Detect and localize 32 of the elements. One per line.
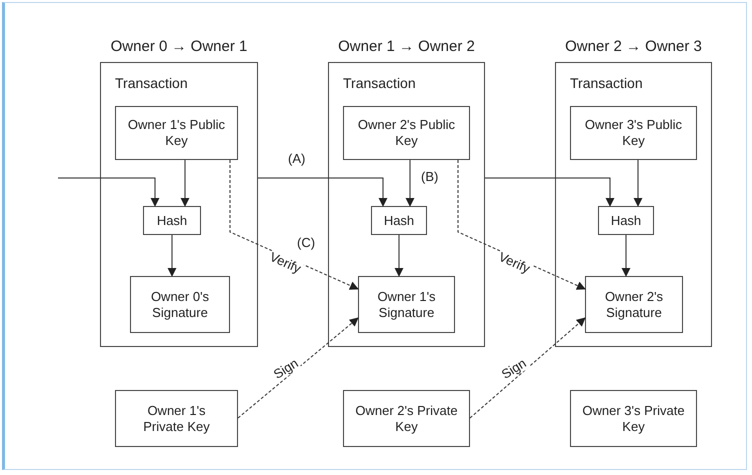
process-box: Hash <box>598 206 654 235</box>
edge-label: (B) <box>420 170 440 184</box>
group-title: Transaction <box>570 75 643 91</box>
process-box: Owner 3's Private Key <box>570 390 697 447</box>
arrow <box>406 160 414 207</box>
process-box: Owner 2's Public Key <box>343 106 470 160</box>
transfer-heading: Owner 0 → Owner 1 <box>110 38 248 55</box>
arrow <box>168 234 176 277</box>
process-box: Owner 3's Public Key <box>570 106 697 160</box>
process-box: Owner 2's Signature <box>585 276 683 333</box>
process-box: Owner 0's Signature <box>130 276 230 333</box>
callout-label: (C) <box>297 236 316 250</box>
group-title: Transaction <box>343 75 416 91</box>
process-box: Owner 1's Public Key <box>115 106 238 160</box>
transfer-heading: Owner 1 → Owner 2 <box>338 38 475 55</box>
process-box: Hash <box>143 206 201 235</box>
arrow <box>180 160 190 207</box>
dashed-arrow <box>470 317 586 418</box>
arrow <box>258 178 388 207</box>
process-box: Owner 1's Signature <box>358 276 455 333</box>
arrow <box>394 234 404 277</box>
arrow <box>634 160 642 207</box>
arrow <box>58 178 160 207</box>
group-title: Transaction <box>115 75 188 91</box>
transfer-heading: Owner 2 → Owner 3 <box>565 38 702 55</box>
arrow <box>484 178 614 207</box>
process-box: Owner 1's Private Key <box>115 390 238 447</box>
arrow <box>622 234 630 277</box>
process-box: Hash <box>371 206 427 235</box>
dashed-arrow <box>238 317 359 418</box>
process-box: Owner 2's Private Key <box>343 390 470 447</box>
edge-label: (A) <box>287 152 306 166</box>
